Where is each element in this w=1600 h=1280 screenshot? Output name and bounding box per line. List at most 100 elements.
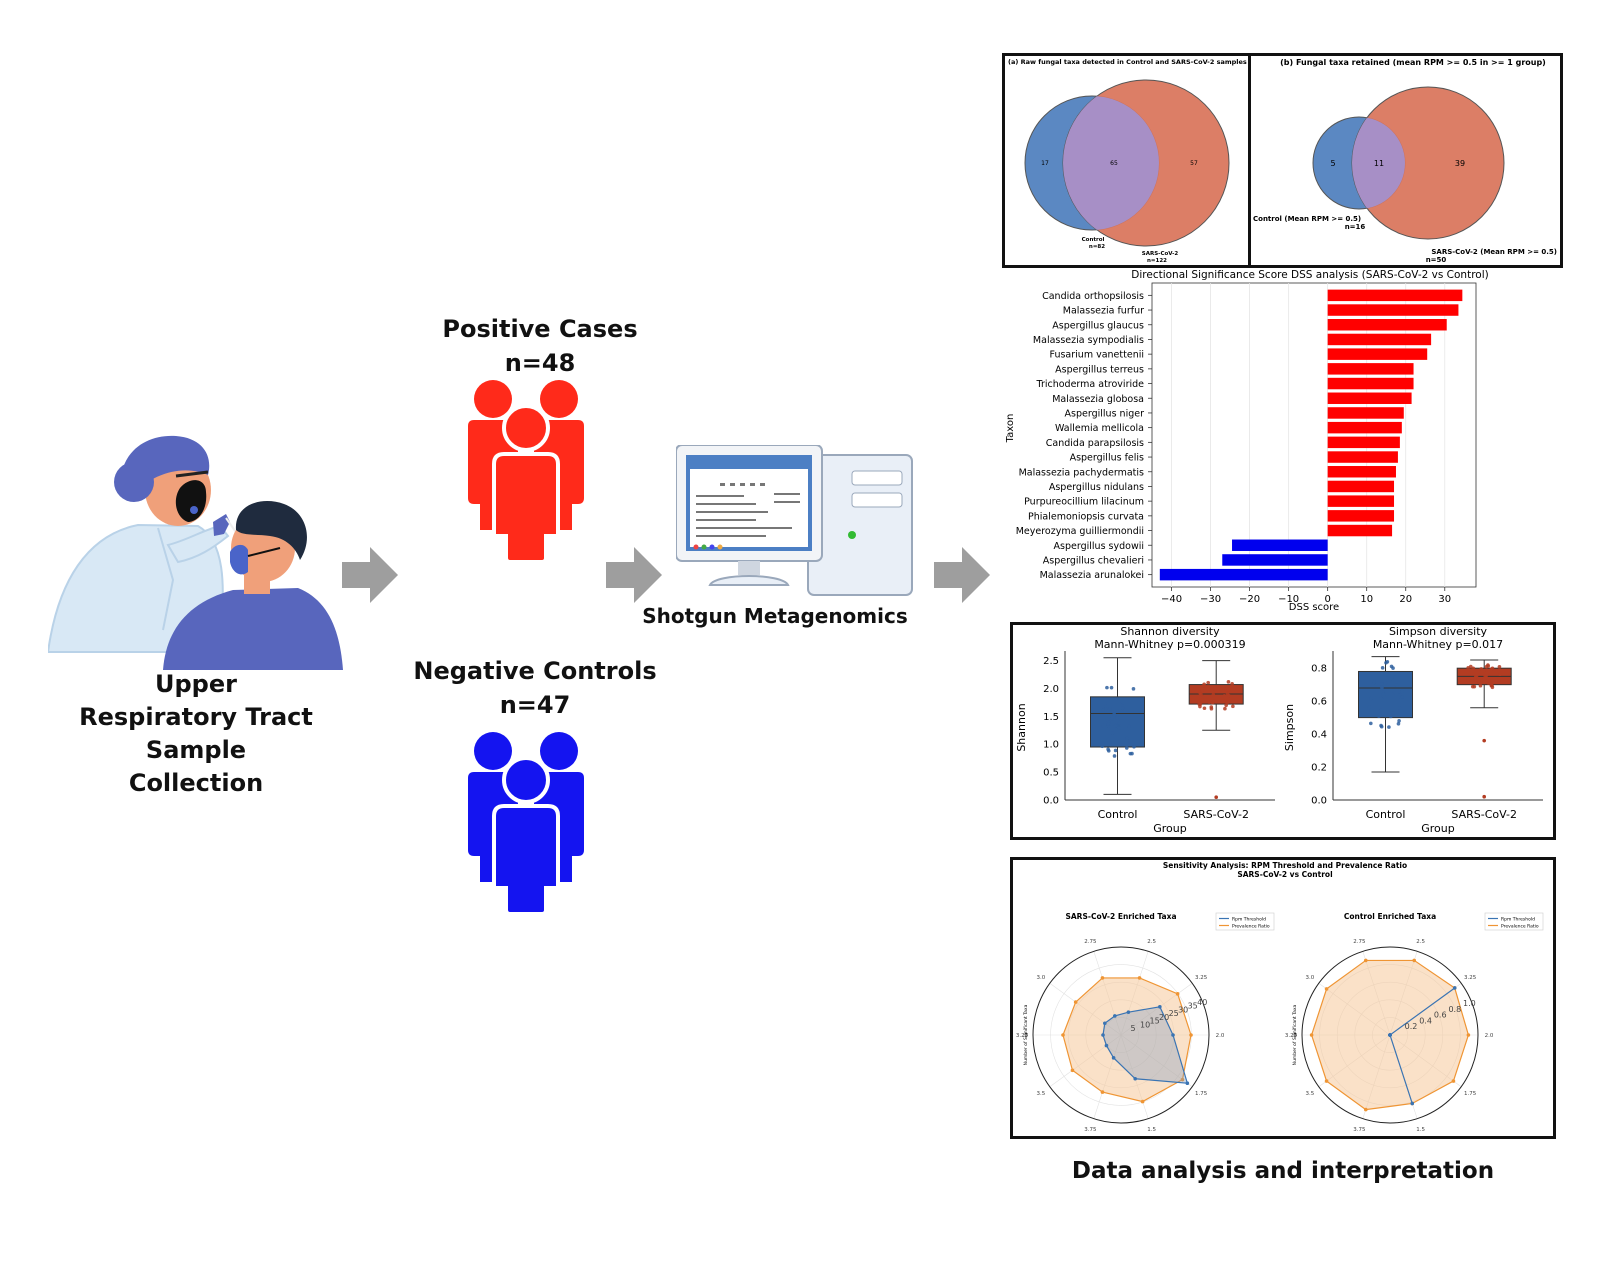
box-sample-point (1108, 707, 1112, 711)
box-sample-point (1112, 712, 1116, 716)
box-ytick-label: 0.5 (1043, 768, 1059, 779)
radar-radial-label: 0.4 (1419, 1016, 1432, 1025)
box-sample-point (1110, 731, 1115, 735)
dss-xtick-label: 10 (1360, 594, 1373, 605)
dss-taxon-label: Phialemoniopsis curvata (1028, 511, 1144, 522)
dss-taxon-label: Aspergillus chevalieri (1043, 555, 1144, 566)
dss-taxon-label: Trichoderma atroviride (1036, 379, 1145, 390)
box-sample-point (1229, 697, 1233, 701)
box-sample-point (1113, 748, 1118, 753)
dss-bar (1222, 554, 1328, 566)
dss-taxon-label: Aspergillus glaucus (1052, 320, 1144, 331)
box-sample-point (1112, 754, 1117, 758)
box-sample-point (1396, 722, 1401, 726)
box-sample-point (1476, 678, 1481, 683)
box-sample-point (1213, 689, 1217, 694)
box-sample-point (1109, 716, 1114, 721)
radar-radial-label: 15 (1150, 1017, 1160, 1026)
radar-angle-label: 2.0 (1485, 1033, 1494, 1039)
venn-a-control-label: Control (1082, 237, 1105, 243)
box-ytick-label: 0.4 (1311, 730, 1327, 741)
dss-xtick-label: −10 (1278, 594, 1299, 605)
dss-xtick-label: −20 (1239, 594, 1260, 605)
box-sample-point (1478, 683, 1483, 688)
sample-collection-illustration (46, 430, 348, 670)
dss-bar (1327, 524, 1393, 537)
radar-series-point (1158, 1004, 1162, 1009)
radar-series-point (1073, 1000, 1078, 1004)
venn-panel-b: (b) Fungal taxa retained (mean RPM >= 0.… (1248, 53, 1563, 268)
dss-bar (1327, 392, 1412, 404)
dss-plot-area (1151, 282, 1477, 588)
box-sample-point (1400, 689, 1404, 694)
radar-series-point (1410, 1101, 1415, 1106)
box-ytick-label: 1.0 (1043, 740, 1059, 751)
venn-b-left-only: 5 (1330, 159, 1335, 168)
box-sample-point (1397, 719, 1401, 723)
box-sample-point (1201, 695, 1205, 699)
box-sample-point (1397, 706, 1402, 710)
box-sample-point (1101, 708, 1105, 712)
box-sample-point (1470, 679, 1475, 683)
box-sample-point (1207, 700, 1212, 705)
radar-angle-label: 1.75 (1464, 1091, 1477, 1097)
right-arrow-icon (606, 547, 662, 603)
dss-xtick-label: −40 (1161, 594, 1182, 605)
box-ytick-label: 2.5 (1043, 656, 1059, 667)
radar-series-point (1324, 1079, 1329, 1083)
box-sample-point (1226, 680, 1231, 684)
box-sample-point (1393, 675, 1397, 680)
radar-series-point (1452, 986, 1457, 990)
box-sample-point (1103, 701, 1107, 706)
dss-bar (1327, 289, 1463, 302)
box-ytick-label: 0.0 (1043, 796, 1059, 807)
venn-a-sars-n: n=122 (1147, 258, 1167, 264)
radar-angle-label: 3.5 (1037, 1091, 1046, 1097)
box-category-label: Control (1098, 808, 1138, 821)
box-sample-point (1124, 746, 1129, 750)
box-sample-point (1117, 720, 1122, 725)
dss-taxon-label: Aspergillus terreus (1055, 364, 1144, 375)
radar-series-point (1137, 976, 1142, 980)
dss-bar (1232, 539, 1328, 551)
sequencing-label: Shotgun Metagenomics (642, 604, 908, 628)
venn-a-sars-label: SARS-CoV-2 (1142, 251, 1179, 257)
radar-angle-label: 3.25 (1016, 1033, 1029, 1039)
box-sample-point (1384, 660, 1388, 665)
box-sample-point (1200, 688, 1204, 693)
box-ylabel: Shannon (1015, 703, 1028, 751)
box-subtitle: Mann-Whitney p=0.017 (1373, 638, 1503, 651)
box-sample-point (1489, 683, 1494, 688)
sequencing-computer (675, 444, 916, 609)
arrow-1 (340, 545, 400, 609)
dss-taxon-label: Wallemia mellicola (1055, 423, 1144, 434)
radar-series-point (1101, 1033, 1105, 1037)
radar-legend-label: Prevalence Ratio (1232, 924, 1270, 930)
positive-cases-title: Positive Cases (442, 315, 638, 343)
radar-series-point (1363, 958, 1368, 963)
box-sample-point (1210, 700, 1215, 705)
dss-bar (1159, 568, 1328, 581)
box-sample-point (1397, 689, 1402, 694)
dss-bar (1327, 436, 1400, 449)
box-sample-point (1125, 736, 1129, 740)
box-ytick-label: 2.0 (1043, 684, 1059, 695)
box-sample-point (1222, 693, 1227, 698)
box-sample-point (1383, 681, 1388, 686)
radar-angle-label: 3.5 (1306, 1091, 1315, 1097)
radar-legend (1215, 912, 1275, 931)
radar-radial-label: 20 (1159, 1013, 1169, 1022)
box-ytick-label: 0.2 (1311, 763, 1327, 774)
radar-series-point (1451, 1079, 1456, 1083)
box-sample-point (1471, 666, 1476, 671)
box-sample-point (1372, 680, 1377, 685)
arrow-2 (604, 545, 664, 609)
venn-a-control-n: n=82 (1089, 244, 1105, 250)
radar-series-point (1133, 1076, 1138, 1081)
box-sample-point (1106, 722, 1111, 726)
box-sample-point (1474, 673, 1479, 678)
right-arrow-icon (934, 547, 990, 603)
box-sample-point (1490, 666, 1495, 671)
arrow-3 (932, 545, 992, 609)
